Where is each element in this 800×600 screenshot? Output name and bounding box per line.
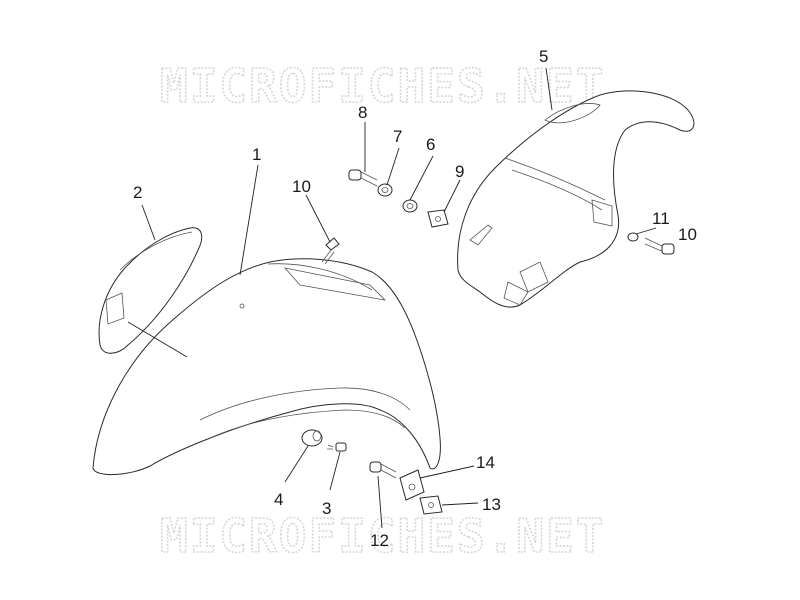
callout-14: 14 xyxy=(476,453,495,472)
part-5-rear-mudguard xyxy=(457,90,695,308)
callout-2: 2 xyxy=(133,183,142,202)
callout-10-top: 10 xyxy=(292,177,311,196)
part-13-clip-nut xyxy=(419,495,443,515)
callout-1: 1 xyxy=(252,145,261,164)
callout-12: 12 xyxy=(370,531,389,550)
watermark-bottom: MICROFICHES.NET xyxy=(160,509,605,563)
part-1-front-fender xyxy=(92,258,441,476)
part-2-reflector xyxy=(98,227,203,360)
callout-7: 7 xyxy=(393,127,402,146)
part-10-screw-top xyxy=(321,237,340,265)
callout-10-right: 10 xyxy=(678,225,697,244)
callout-13: 13 xyxy=(482,495,501,514)
part-7-washer xyxy=(377,183,393,197)
callout-4: 4 xyxy=(274,490,283,509)
part-12-screw xyxy=(369,461,397,479)
callout-5: 5 xyxy=(539,47,548,66)
part-14-bracket xyxy=(399,469,425,501)
part-6-washer xyxy=(402,199,418,213)
callout-3: 3 xyxy=(322,499,331,518)
callout-8: 8 xyxy=(358,103,367,122)
part-4-cap-nut xyxy=(301,429,323,447)
part-9-clip-nut xyxy=(427,209,449,228)
part-11-washer xyxy=(627,232,639,242)
leader-lines xyxy=(127,67,657,529)
part-8-screw xyxy=(348,169,378,187)
part-10-screw-right xyxy=(644,237,675,255)
callout-11: 11 xyxy=(652,209,670,228)
watermark-top: MICROFICHES.NET xyxy=(160,59,605,113)
callout-9: 9 xyxy=(455,162,464,181)
callout-6: 6 xyxy=(426,135,435,154)
part-3-screw xyxy=(327,442,347,452)
